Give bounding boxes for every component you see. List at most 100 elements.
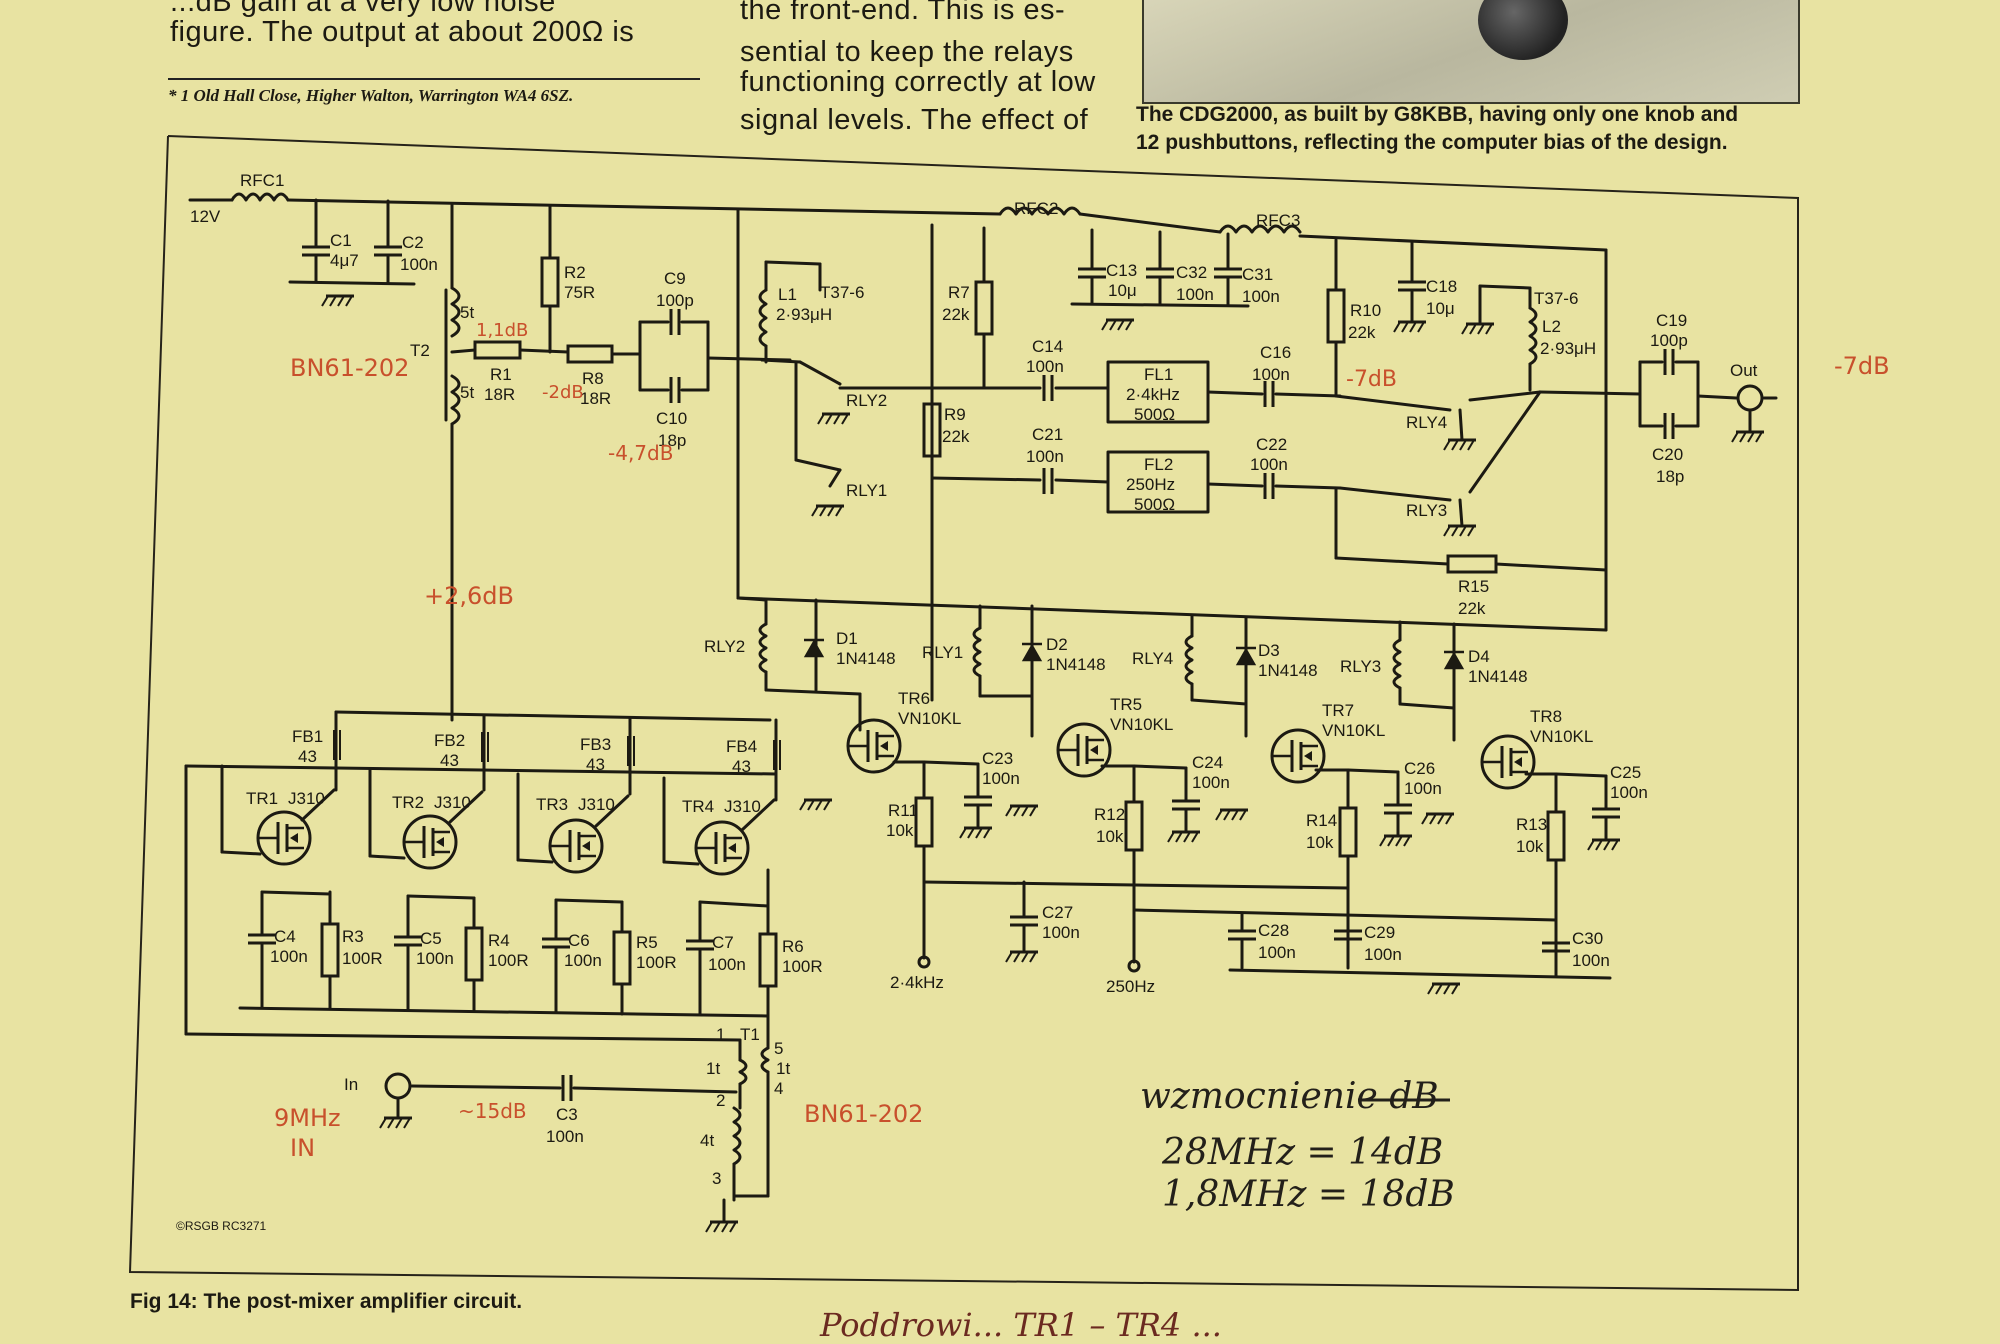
d2-ref: D2 [1046,635,1068,654]
tr8-ref: TR8 [1530,707,1562,726]
c29-ref: C29 [1364,923,1395,942]
fb2-ref: FB2 [434,731,465,750]
in-port-label: In [344,1075,358,1094]
c3-ref: C3 [556,1105,578,1124]
tr5-ref: TR5 [1110,695,1142,714]
r8-ref: R8 [582,369,604,388]
r2-ref: R2 [564,263,586,282]
d4-val: 1N4148 [1468,667,1528,686]
c25-ref: C25 [1610,763,1641,782]
supply-label: 12V [190,207,221,226]
tr3-ref: TR3 [536,795,568,814]
c5-ref: C5 [420,929,442,948]
c32-ref: C32 [1176,263,1207,282]
cdg2000-photo [1142,0,1800,104]
rly2-contact-label: RLY2 [846,391,887,410]
tr5-val: VN10KL [1110,715,1173,734]
rfc2-label: RFC2 [1014,199,1058,218]
c22-val: 100n [1250,455,1288,474]
c13-ref: C13 [1106,261,1137,280]
r11-ref: R11 [888,801,918,820]
c6-val: 100n [564,951,602,970]
tr1-ref: TR1 [246,789,278,808]
r8-val: 18R [580,389,611,408]
d1-val: 1N4148 [836,649,896,668]
c10-ref: C10 [656,409,687,428]
c4-ref: C4 [274,927,296,946]
t1-pin-3: 3 [712,1169,721,1188]
l1-val: 2·93μH [776,305,832,324]
c19-val: 100p [1650,331,1688,350]
diode-symbols [803,638,1465,670]
annot-t2-bottom: +2,6dB [424,582,514,610]
gain-title: wzmocnienie dB [1140,1076,1439,1117]
annot-tap: 1,1dB [476,320,528,341]
t1-pin-5: 5 [774,1039,783,1058]
tr2-val: J310 [434,793,471,812]
fb3-ref: FB3 [580,735,611,754]
t1-pin-1: 1 [716,1025,725,1044]
fb4-val: 43 [732,757,751,776]
d2-val: 1N4148 [1046,655,1106,674]
l1-ref: L1 [778,285,797,304]
r9-ref: R9 [944,405,966,424]
l2-core: T37-6 [1534,289,1578,308]
fb3-val: 43 [586,755,605,774]
annot-in: ~15dB [458,1099,527,1123]
c3-val: 100n [546,1127,584,1146]
rly1-coil-label: RLY1 [922,643,963,662]
r10-ref: R10 [1350,301,1381,320]
d4-ref: D4 [1468,647,1490,666]
t1-turns-bottom: 4t [700,1131,714,1150]
r5-ref: R5 [636,933,658,952]
fl2-bw: 250Hz [1126,475,1175,494]
r13-val: 10k [1516,837,1544,856]
c16-val: 100n [1252,365,1290,384]
c2-ref: C2 [402,233,424,252]
tr4-ref: TR4 [682,797,714,816]
c24-val: 100n [1192,773,1230,792]
t1-pin-2: 2 [716,1091,725,1110]
c9-val: 100p [656,291,694,310]
wires [184,192,1778,1224]
c18-val: 10μ [1426,299,1455,318]
r15-ref: R15 [1458,577,1489,596]
rfc3-label: RFC3 [1256,211,1300,230]
t2-ref: T2 [410,341,430,360]
r4-val: 100R [488,951,529,970]
article-mid-line-2: sential to keep the relays [740,36,1074,68]
l2-ref: L2 [1542,317,1561,336]
rly2-coil-label: RLY2 [704,637,745,656]
tr2-ref: TR2 [392,793,424,812]
fb1-val: 43 [298,747,317,766]
tr7-ref: TR7 [1322,701,1354,720]
c30-val: 100n [1572,951,1610,970]
c21-ref: C21 [1032,425,1063,444]
c16-ref: C16 [1260,343,1291,362]
rly3-coil-label: RLY3 [1340,657,1381,676]
tr1-val: J310 [288,789,325,808]
c27-ref: C27 [1042,903,1073,922]
r3-ref: R3 [342,927,364,946]
l2-val: 2·93μH [1540,339,1596,358]
article-mid-line-1: the front-end. This is es- [740,0,1066,26]
fl1-bw: 2·4kHz [1126,385,1180,404]
c24-ref: C24 [1192,753,1223,772]
c20-val: 18p [1656,467,1684,486]
c31-ref: C31 [1242,265,1273,284]
article-left-line-1: ...dB gain at a very low noise [170,0,556,18]
figure-caption: Fig 14: The post-mixer amplifier circuit… [130,1290,523,1313]
annot-t2-core: BN61-202 [290,354,409,382]
photo-caption-line-2: 12 pushbuttons, reflecting the computer … [1136,131,1728,154]
tr6-ref: TR6 [898,689,930,708]
c31-val: 100n [1242,287,1280,306]
annot-t1-core: BN61-202 [804,1100,923,1128]
c32-val: 100n [1176,285,1214,304]
rly4-contact-label: RLY4 [1406,413,1447,432]
t1-ref: T1 [740,1025,760,1044]
r2-val: 75R [564,283,595,302]
annot-out: -7dB [1834,352,1890,380]
sel-24khz-label: 2·4kHz [890,973,944,992]
photo-caption-line-1: The CDG2000, as built by G8KBB, having o… [1136,103,1739,126]
c26-ref: C26 [1404,759,1435,778]
